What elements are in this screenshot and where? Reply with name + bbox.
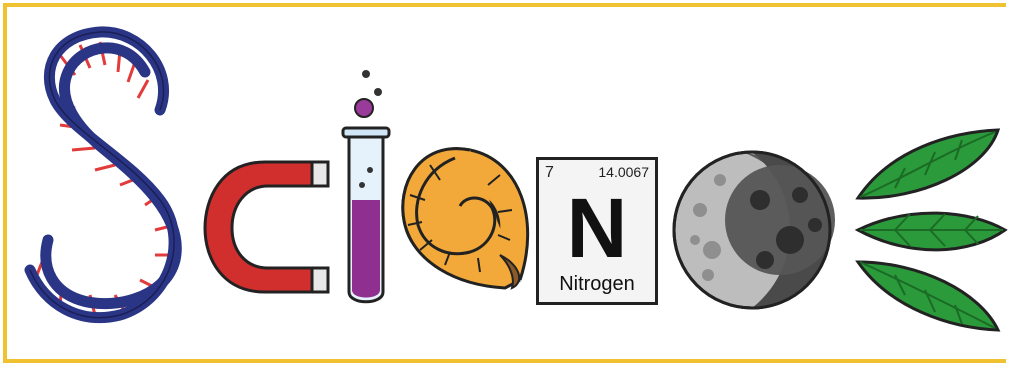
atomic-number: 7: [545, 164, 554, 181]
moon-icon: [672, 150, 835, 310]
dna-helix-icon: [24, 26, 182, 324]
atomic-mass: 14.0067: [598, 164, 649, 180]
element-name: Nitrogen: [559, 273, 635, 295]
ammonite-shell-icon: [401, 147, 530, 290]
picture-frame-bottom: [3, 359, 1006, 363]
leaves-icon: [854, 128, 1008, 332]
periodic-element-icon: 7 14.0067 N Nitrogen: [536, 157, 658, 305]
test-tube-icon: [341, 70, 391, 304]
magnet-icon: [203, 160, 330, 294]
element-symbol: N: [566, 181, 628, 275]
